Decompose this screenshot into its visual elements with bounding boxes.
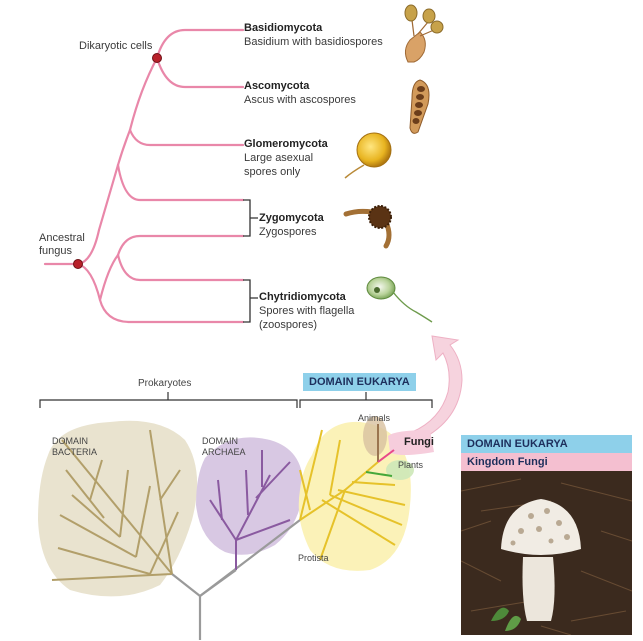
glomero-spore-illustration (344, 132, 392, 179)
ancestral-node (73, 259, 83, 269)
fungi-arrow (411, 335, 463, 441)
tree-branch-glomero (128, 128, 245, 147)
fungi-label-bg (388, 430, 434, 455)
ascomycota-name: Ascomycota (244, 80, 310, 92)
archaea-branches (209, 450, 291, 570)
zygospore-illustration (343, 205, 392, 249)
tree-branch-basidio (155, 28, 245, 60)
fungi-label: Fungi (404, 436, 434, 448)
chytridiomycota-name: Chytridiomycota (259, 291, 346, 303)
animals-region (363, 416, 387, 456)
ascus-illustration (409, 79, 430, 134)
tree-branch-glomero-node (116, 128, 132, 167)
archaea-label-2: ARCHAEA (202, 447, 246, 457)
bacteria-label-2: BACTERIA (52, 447, 98, 457)
protista-label: Protista (298, 553, 329, 563)
mushroom-photo (461, 471, 632, 635)
glomeromycota-name: Glomeromycota (244, 138, 328, 150)
chytridiomycota-desc-1: Spores with flagella (259, 305, 355, 317)
glomeromycota-desc-1: Large asexual (244, 152, 314, 164)
chytridiomycota-desc-2: (zoospores) (259, 319, 318, 331)
eukarya-bracket (299, 392, 433, 408)
archaea-label-1: DOMAIN (202, 436, 238, 446)
zygomycota-bracket (243, 199, 258, 237)
tree-branch-zygo-chytrid-node (116, 234, 245, 257)
photo-domain-banner: DOMAIN EUKARYA (461, 435, 632, 453)
ancestral-label-1: Ancestral (39, 232, 85, 244)
basidium-illustration (404, 4, 444, 63)
tree-branch-zygo-upper (116, 163, 245, 202)
prokaryotes-label: Prokaryotes (138, 378, 192, 389)
dikaryotic-label: Dikaryotic cells (79, 40, 153, 52)
bacteria-branches (51, 429, 181, 581)
photo-kingdom-banner: Kingdom Fungi (461, 453, 632, 471)
plants-label: Plants (398, 460, 424, 470)
fungal-cladogram (43, 28, 245, 324)
tree-branch-to-zygo-chytrid (98, 253, 120, 302)
tree-branch-chytrid (116, 253, 245, 282)
prokaryotes-bracket (39, 392, 298, 408)
tree-branch-dikarya (128, 56, 159, 132)
ascomycota-desc: Ascus with ascospores (244, 94, 356, 106)
zoospore-illustration (366, 276, 433, 323)
zygomycota-desc: Zygospores (259, 226, 317, 238)
bacteria-label-1: DOMAIN (52, 436, 88, 446)
trunk-to-prokaryotes (171, 573, 201, 597)
ancestral-label-2: fungus (39, 245, 73, 257)
chytridiomycota-bracket (243, 279, 258, 323)
basidiomycota-name: Basidiomycota (244, 22, 323, 34)
basidiomycota-desc: Basidium with basidiospores (244, 36, 383, 48)
fungi-branch (377, 449, 395, 463)
domain-eukarya-banner: DOMAIN EUKARYA (303, 373, 416, 391)
glomeromycota-desc-2: spores only (244, 166, 301, 178)
animals-label: Animals (358, 413, 391, 423)
plants-region (386, 460, 414, 480)
dikaryotic-node (152, 53, 162, 63)
plants-branch (365, 471, 393, 477)
tree-branch-asco (155, 56, 245, 89)
tree-branch-upper-clade (76, 163, 120, 266)
zygomycota-name: Zygomycota (259, 212, 324, 224)
